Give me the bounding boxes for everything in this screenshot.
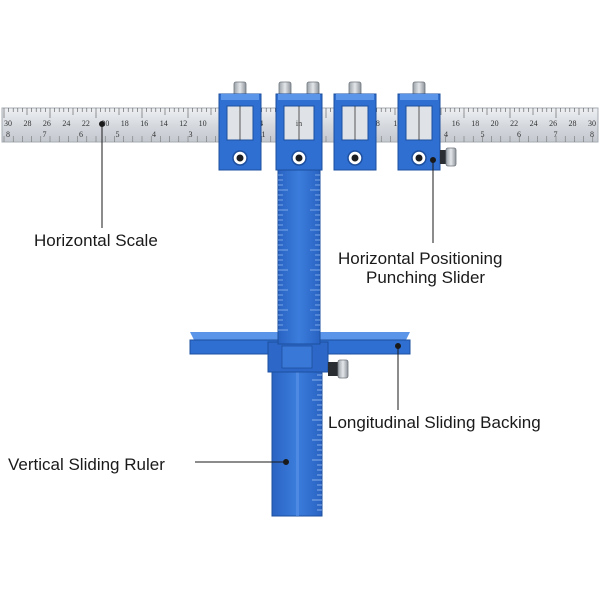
ruler-top-number: 22 (82, 119, 90, 128)
ruler-top-number: 26 (549, 119, 557, 128)
punching-slider[interactable] (218, 81, 262, 171)
ruler-top-number: 26 (43, 119, 51, 128)
ruler-top-number: 12 (179, 119, 187, 128)
ruler-top-number: 14 (160, 119, 168, 128)
ruler-bottom-number: 4 (444, 130, 448, 139)
ruler-bottom-number: 4 (152, 130, 156, 139)
ruler-bottom-number: 1 (262, 130, 266, 139)
ruler-top-number: 16 (140, 119, 148, 128)
ruler-bottom-number: 7 (43, 130, 47, 139)
punch-hole-center (415, 154, 423, 162)
slider-label-line2: Punching Slider (366, 268, 485, 287)
ruler-top-number: 28 (23, 119, 31, 128)
horizontal-scale-label: Horizontal Scale (34, 231, 158, 250)
punching-slider[interactable]: in (275, 81, 323, 171)
ruler-top-number: 22 (510, 119, 518, 128)
punching-sliders[interactable]: in (218, 81, 457, 171)
slider-highlight (278, 94, 320, 100)
slider-label-line1: Horizontal Positioning (338, 249, 502, 268)
ruler-top-number: 28 (569, 119, 577, 128)
ruler-bottom-number: 8 (6, 130, 10, 139)
ruler-top-number: 18 (471, 119, 479, 128)
punching-slider[interactable] (397, 81, 441, 171)
leader-lines (99, 121, 436, 465)
ruler-top-number: 30 (588, 119, 596, 128)
punch-hole-center (351, 154, 359, 162)
ruler-top-number: 8 (376, 119, 380, 128)
slider-highlight (336, 94, 374, 100)
unit-mark: in (296, 119, 302, 128)
ruler-top-number: 30 (4, 119, 12, 128)
side-screw-shaft (440, 150, 446, 164)
ruler-top-number: 10 (199, 119, 207, 128)
ruler-top-number: 16 (452, 119, 460, 128)
slider-highlight (221, 94, 259, 100)
slider-highlight (400, 94, 438, 100)
ruler-bottom-number: 6 (517, 130, 521, 139)
ruler-bottom-number: 5 (116, 130, 120, 139)
punching-slider[interactable] (333, 81, 377, 171)
ruler-top-number: 20 (101, 119, 109, 128)
vertical-sliding-ruler[interactable] (271, 351, 323, 517)
ruler-bottom-number: 7 (554, 130, 558, 139)
ruler-top-number: 24 (530, 119, 538, 128)
ruler-bottom-number: 5 (481, 130, 485, 139)
ruler-top-number: 18 (121, 119, 129, 128)
ruler-bottom-number: 8 (590, 130, 594, 139)
punch-hole-center (295, 154, 303, 162)
ruler-bottom-number: 6 (79, 130, 83, 139)
ruler-top-number: 20 (491, 119, 499, 128)
column-ticks (278, 169, 320, 331)
vertical-ruler-label: Vertical Sliding Ruler (8, 455, 165, 474)
backing-label: Longitudinal Sliding Backing (328, 413, 541, 432)
ruler-bottom-number: 3 (189, 130, 193, 139)
ruler-top-number: 10 (393, 119, 401, 128)
punch-hole-center (236, 154, 244, 162)
side-thumb-screw-icon[interactable] (445, 147, 457, 167)
ruler-top-number: 24 (62, 119, 70, 128)
